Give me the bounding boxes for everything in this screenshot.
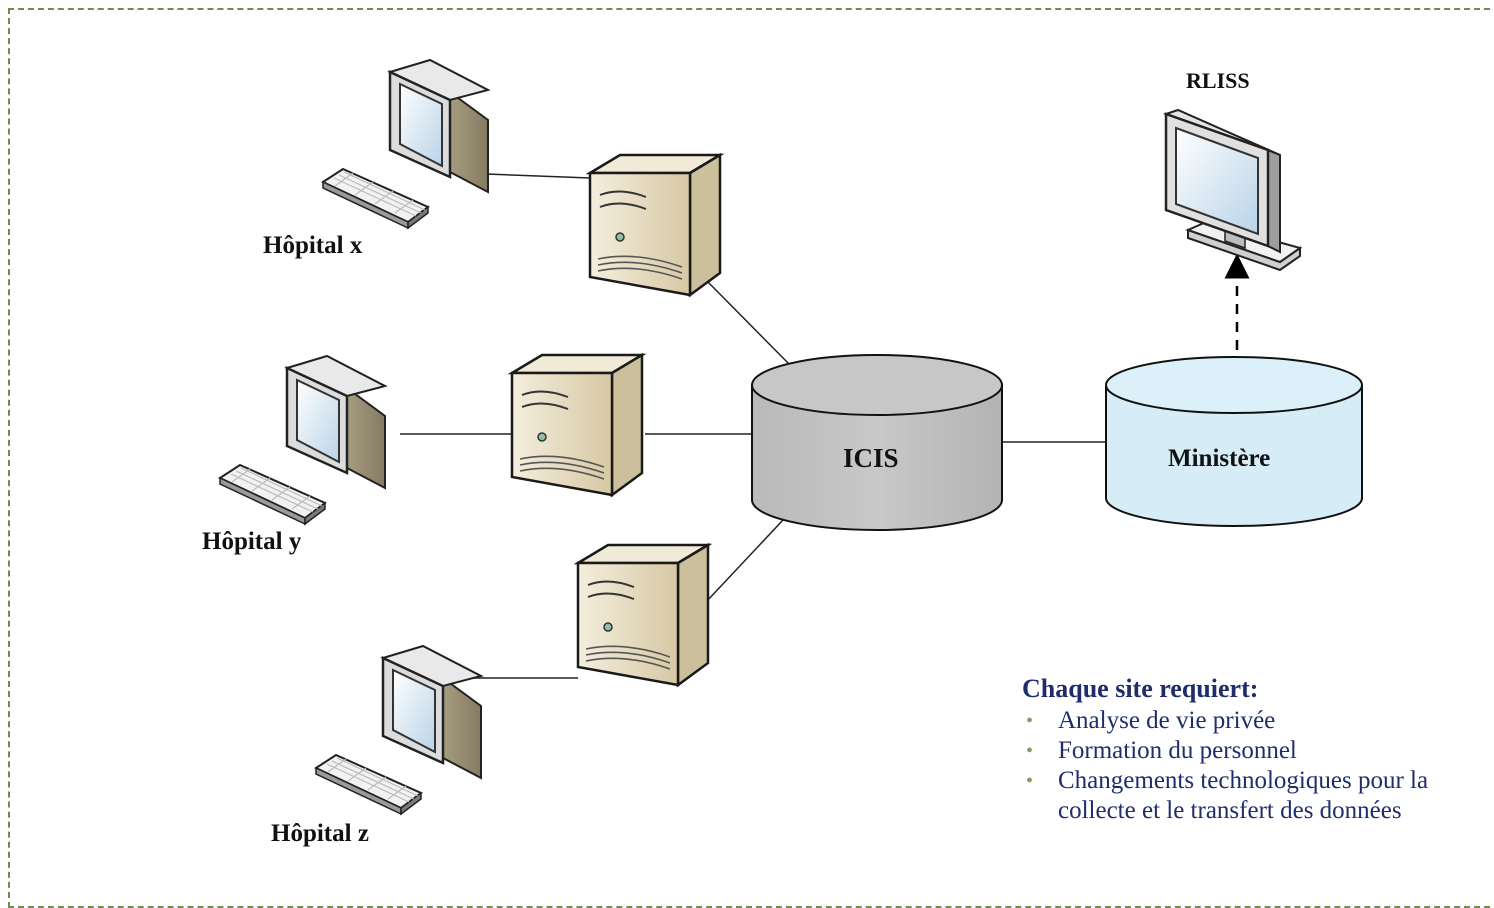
bullet-icon: •: [1026, 770, 1034, 792]
requirement-item: • Formation du personnel: [1022, 736, 1482, 766]
requirement-text: Changements technologiques pour la colle…: [1058, 767, 1429, 824]
requirements-box: Chaque site requiert: • Analyse de vie pr…: [1022, 674, 1482, 826]
requirements-list: • Analyse de vie privée • Formation du per…: [1022, 706, 1482, 826]
database-icon-icis: [751, 354, 1003, 531]
link-hz-server-icis: [705, 519, 784, 603]
link-hx-server-icis: [705, 279, 791, 366]
requirement-item: • Changements technologiques pour la coll…: [1022, 766, 1482, 826]
bullet-icon: •: [1026, 710, 1034, 732]
hospital-y-label: Hôpital y: [202, 528, 302, 555]
hospital-z-label: Hôpital z: [271, 820, 369, 847]
icis-label: ICIS: [843, 443, 899, 473]
monitor-icon-rliss: [1162, 108, 1303, 272]
requirement-item: • Analyse de vie privée: [1022, 706, 1482, 736]
bullet-icon: •: [1026, 740, 1034, 762]
workstation-icon-hx: [321, 58, 490, 230]
database-icon-ministere: [1105, 356, 1363, 527]
requirements-title: Chaque site requiert:: [1022, 674, 1259, 703]
requirement-text: Formation du personnel: [1058, 737, 1297, 764]
requirement-text: Analyse de vie privée: [1058, 707, 1276, 734]
server-icon-hx: [588, 153, 722, 297]
server-icon-hy: [510, 353, 644, 497]
ministere-label: Ministère: [1168, 445, 1271, 472]
hospital-x-label: Hôpital x: [263, 232, 363, 259]
workstation-icon-hz: [314, 644, 483, 816]
rliss-label: RLISS: [1186, 68, 1250, 93]
workstation-icon-hy: [218, 354, 387, 526]
server-icon-hz: [576, 543, 710, 687]
